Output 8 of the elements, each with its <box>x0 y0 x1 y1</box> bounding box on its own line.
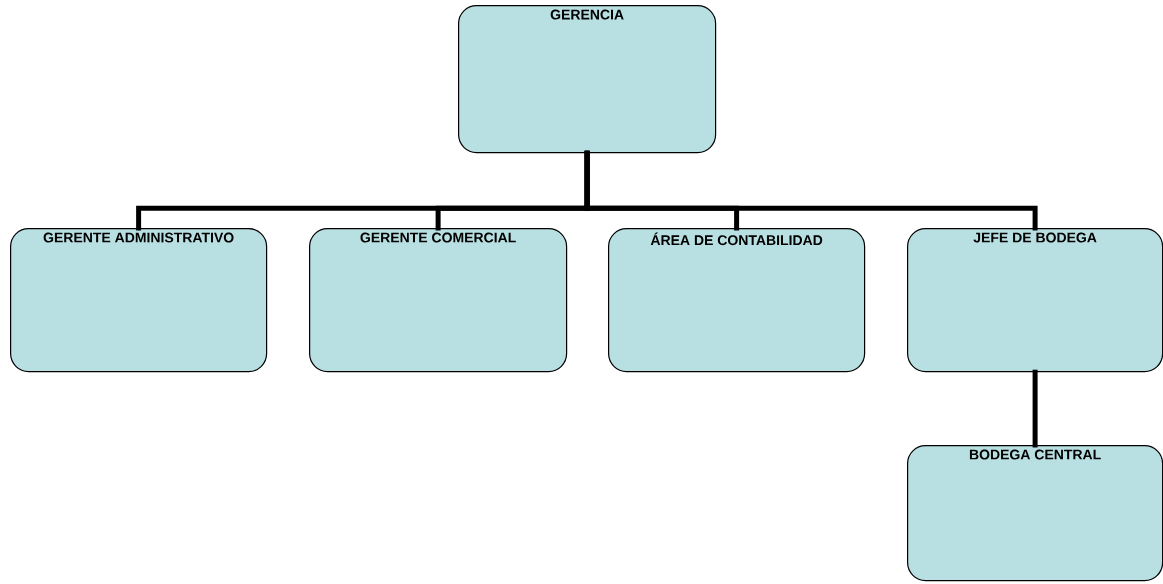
connector-line <box>1032 369 1038 448</box>
org-box: GERENTE ADMINISTRATIVO <box>10 228 268 373</box>
org-box: GERENCIA <box>458 5 717 154</box>
connector-line <box>584 150 1038 231</box>
org-box: GERENTE COMERCIAL <box>309 228 568 373</box>
org-box: JEFE DE BODEGA <box>907 228 1163 373</box>
org-box: BODEGA CENTRAL <box>907 445 1163 582</box>
org-box: ÁREA DE CONTABILIDAD <box>608 228 866 373</box>
